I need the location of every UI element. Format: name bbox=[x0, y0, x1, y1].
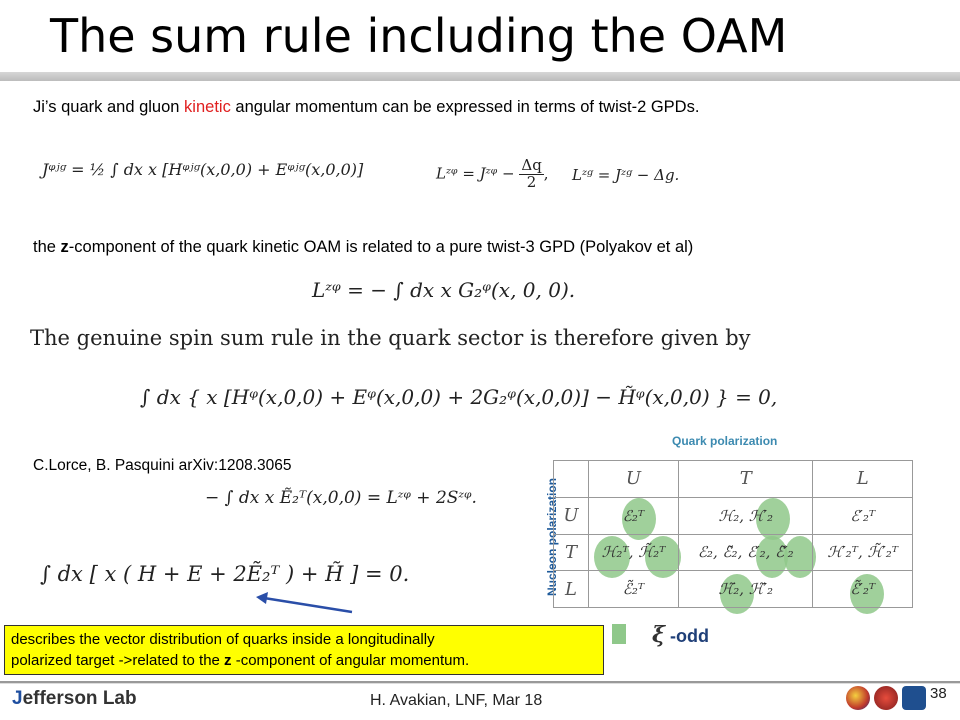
table-cell: ℋ₂, ℋ′₂ bbox=[678, 496, 814, 535]
xi-symbol: ξ bbox=[652, 622, 666, 648]
table-cell: ℋ̃₂, ℋ̃′₂ bbox=[678, 570, 814, 608]
citation: C.Lorce, B. Pasquini arXiv:1208.3065 bbox=[33, 457, 292, 474]
cell-text: ℰ̃₂ᵀ bbox=[622, 580, 645, 599]
institution-logo-icon bbox=[846, 686, 870, 710]
genuine-sum-rule-text: The genuine spin sum rule in the quark s… bbox=[30, 326, 751, 350]
institution-logo-icon bbox=[874, 686, 898, 710]
title-underline-bar bbox=[0, 72, 960, 81]
lq-fraction-denominator: 2 bbox=[526, 172, 537, 191]
xi-odd-text: -odd bbox=[670, 626, 710, 646]
footer-divider bbox=[0, 681, 960, 683]
table-corner bbox=[553, 460, 589, 498]
footer-divider-shadow bbox=[0, 683, 960, 684]
cell-text: ℋ₂ᵀ, ℋ̃₂ᵀ bbox=[601, 543, 666, 562]
column-header: L bbox=[812, 460, 913, 498]
table-cell: ℰ₂ᵀ bbox=[587, 496, 680, 535]
note-line1: describes the vector distribution of qua… bbox=[11, 631, 435, 648]
polarization-table: U T L U ℰ₂ᵀ ℋ₂, ℋ′₂ ℰ′₂ᵀ T ℋ₂ᵀ, ℋ̃₂ᵀ ℰ₂,… bbox=[553, 460, 913, 608]
spin-sum-rule-equation: ∫ dx { x [Hᵠ(x,0,0) + Eᵠ(x,0,0) + 2G₂ᵠ(x… bbox=[140, 385, 778, 409]
twist3-text: the z-component of the quark kinetic OAM… bbox=[33, 238, 693, 257]
table-header-row: U T L bbox=[553, 460, 913, 498]
final-equation: ∫ dx [ x ( H + E + 2Ẽ₂ᵀ ) + H̃ ] = 0. bbox=[40, 562, 410, 586]
oam-equation: Lᶻᵠ = − ∫ dx x G₂ᵠ(x, 0, 0). bbox=[312, 278, 576, 302]
table-cell: ℰ̃₂ᵀ bbox=[587, 570, 680, 608]
yellow-note-box: describes the vector distribution of qua… bbox=[4, 625, 604, 675]
cell-text: ℰ̃′₂ᵀ bbox=[850, 580, 876, 599]
table-cell: ℰ₂, ℰ̃₂, ℰ′₂, ℰ̃′₂ bbox=[678, 533, 814, 572]
lorce-equation: − ∫ dx x Ẽ₂ᵀ(x,0,0) = Lᶻᵠ + 2Sᶻᵠ. bbox=[205, 488, 477, 508]
xi-odd-legend: ξ -odd bbox=[652, 622, 709, 648]
intro-text: Ji’s quark and gluon kinetic angular mom… bbox=[33, 98, 699, 117]
row-header: U bbox=[553, 496, 589, 535]
kinetic-highlight: kinetic bbox=[184, 98, 231, 116]
cell-text: ℋ₂, ℋ′₂ bbox=[718, 506, 774, 525]
column-header: T bbox=[678, 460, 814, 498]
lq-fraction-numerator: Δq bbox=[519, 156, 544, 175]
jefferson-lab-logo: Jefferson Lab bbox=[12, 688, 137, 710]
table-cell: ℰ̃′₂ᵀ bbox=[812, 570, 913, 608]
cell-text: ℰ₂, ℰ̃₂, ℰ′₂, ℰ̃′₂ bbox=[697, 543, 794, 562]
note-line2: polarized target ->related to the z -com… bbox=[11, 650, 597, 671]
row-header: L bbox=[553, 570, 589, 608]
intro-part1: Ji’s quark and gluon bbox=[33, 98, 185, 116]
table-row: L ℰ̃₂ᵀ ℋ̃₂, ℋ̃′₂ ℰ̃′₂ᵀ bbox=[553, 570, 913, 608]
table-row: T ℋ₂ᵀ, ℋ̃₂ᵀ ℰ₂, ℰ̃₂, ℰ′₂, ℰ̃′₂ ℋ′₂ᵀ, ℋ̃′… bbox=[553, 533, 913, 572]
note-bold-z: z bbox=[224, 652, 232, 669]
note-line2c: -component of angular momentum. bbox=[231, 652, 470, 669]
lg-equation: Lᶻᵍ = Jᶻᵍ − Δg. bbox=[572, 166, 680, 184]
ji-equation: Jᵠʲᵍ = ½ ∫ dx x [Hᵠʲᵍ(x,0,0) + Eᵠʲᵍ(x,0,… bbox=[42, 160, 364, 179]
slide-title: The sum rule including the OAM bbox=[50, 9, 788, 63]
table-cell: ℋ′₂ᵀ, ℋ̃′₂ᵀ bbox=[812, 533, 913, 572]
quark-polarization-label: Quark polarization bbox=[672, 434, 778, 448]
row-header: T bbox=[553, 533, 589, 572]
cell-text: ℋ̃₂, ℋ̃′₂ bbox=[718, 580, 774, 599]
cell-text: ℋ′₂ᵀ, ℋ̃′₂ᵀ bbox=[827, 543, 899, 562]
cell-text: ℰ₂ᵀ bbox=[622, 506, 645, 525]
twist3-part2: -component of the quark kinetic OAM is r… bbox=[68, 238, 694, 256]
page-number: 38 bbox=[930, 685, 947, 702]
logo-rest: efferson Lab bbox=[22, 688, 137, 709]
arrow-icon bbox=[256, 592, 353, 614]
xi-odd-legend-swatch bbox=[612, 624, 626, 644]
note-line2a: polarized target ->related to the bbox=[11, 652, 225, 669]
jsa-logo-icon bbox=[902, 686, 926, 710]
table-row: U ℰ₂ᵀ ℋ₂, ℋ′₂ ℰ′₂ᵀ bbox=[553, 496, 913, 535]
lq-lhs: Lᶻᵠ = Jᶻᵠ − bbox=[436, 164, 520, 183]
cell-text: ℰ′₂ᵀ bbox=[850, 506, 876, 525]
twist3-bold-z: z bbox=[60, 238, 69, 256]
footer-author: H. Avakian, LNF, Mar 18 bbox=[370, 692, 543, 709]
column-header: U bbox=[587, 460, 680, 498]
intro-part2: angular momentum can be expressed in ter… bbox=[230, 98, 700, 116]
table-cell: ℋ₂ᵀ, ℋ̃₂ᵀ bbox=[587, 533, 680, 572]
twist3-part1: the bbox=[33, 238, 61, 256]
table-cell: ℰ′₂ᵀ bbox=[812, 496, 913, 535]
logo-j: J bbox=[12, 688, 23, 709]
